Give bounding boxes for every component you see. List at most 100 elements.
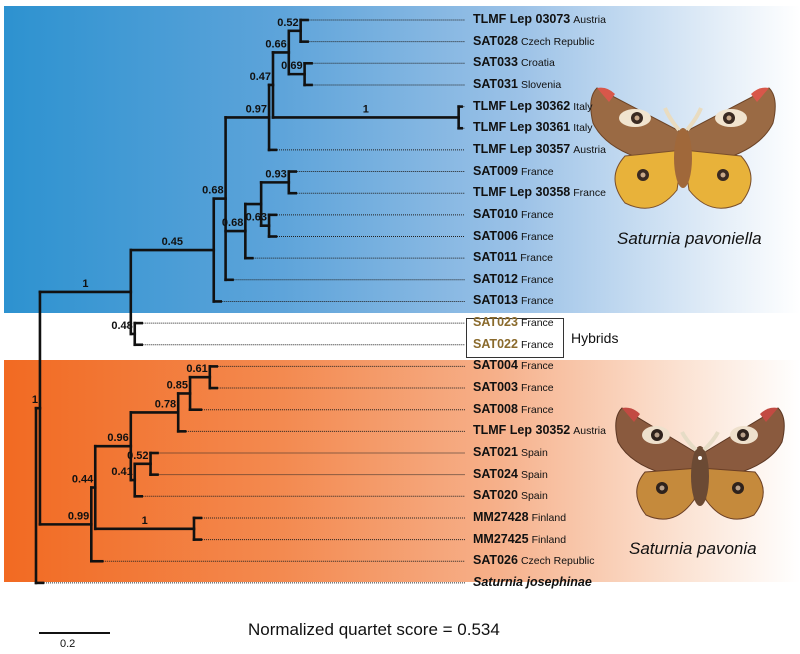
support-value: 1 (82, 278, 88, 290)
specimen-id: SAT026 (473, 553, 518, 568)
support-value: 0.68 (222, 217, 243, 229)
support-value: 0.63 (246, 212, 267, 224)
specimen-location: France (520, 403, 554, 416)
specimen-id: SAT031 (473, 76, 518, 91)
specimen-location: Spain (520, 490, 548, 503)
specimen-location: Italy (573, 122, 593, 135)
specimen-location: France (520, 317, 554, 330)
specimen-id: SAT012 (473, 271, 518, 286)
support-value: 0.48 (111, 320, 132, 332)
specimen-id: TLMF Lep 30352 (473, 423, 571, 438)
specimen-location: Finland (531, 533, 567, 546)
specimen-id: SAT033 (473, 55, 518, 70)
support-value: 0.69 (281, 60, 302, 72)
specimen-location: France (520, 382, 554, 395)
specimen-id: SAT006 (473, 228, 518, 243)
specimen-location: Austria (573, 143, 606, 156)
support-value: 0.61 (186, 363, 207, 375)
specimen-id: SAT011 (473, 250, 518, 265)
specimen-location: France (520, 360, 554, 373)
specimen-id: SAT003 (473, 380, 518, 395)
specimen-location: Austria (573, 425, 606, 438)
quartet-score: Normalized quartet score = 0.534 (248, 620, 500, 639)
specimen-id: TLMF Lep 30362 (473, 98, 571, 113)
clade-label-pavoniella: Saturnia pavoniella (617, 229, 762, 248)
support-value: 0.97 (246, 103, 267, 115)
specimen-location: France (520, 273, 554, 286)
specimen-location: Slovenia (520, 78, 562, 91)
specimen-location: France (520, 295, 554, 308)
specimen-id: SAT009 (473, 163, 518, 178)
specimen-id: TLMF Lep 30357 (473, 141, 571, 156)
support-value: 0.96 (107, 432, 128, 444)
hybrids-label: Hybrids (571, 330, 619, 346)
support-value: 0.99 (68, 510, 89, 522)
support-value: 0.78 (155, 398, 176, 410)
support-value: 0.47 (250, 71, 271, 83)
support-value: 1 (32, 394, 38, 406)
specimen-id: MM27425 (473, 531, 529, 546)
support-value: 0.85 (167, 379, 188, 391)
support-value: 0.45 (162, 236, 183, 248)
support-value: 0.66 (265, 38, 286, 50)
moth-wings (590, 87, 776, 209)
specimen-id: SAT020 (473, 488, 518, 503)
specimen-id: SAT010 (473, 206, 518, 221)
support-value: 1 (142, 515, 148, 527)
specimen-location: France (573, 187, 606, 200)
specimen-location: France (520, 208, 554, 221)
specimen-id: TLMF Lep 30361 (473, 120, 571, 135)
specimen-id: TLMF Lep 30358 (473, 185, 571, 200)
specimen-id: SAT022 (473, 336, 518, 351)
specimen-id: SAT024 (473, 466, 518, 481)
support-value: 0.93 (265, 168, 286, 180)
support-value: 1 (363, 103, 369, 115)
specimen-location: Spain (520, 468, 548, 481)
specimen-id: SAT004 (473, 358, 518, 373)
support-value: 0.44 (72, 474, 94, 486)
scale-bar (39, 632, 110, 634)
moth-pavoniella-image (590, 87, 776, 209)
moth-wings (615, 407, 785, 520)
specimen-id: SAT028 (473, 33, 518, 48)
support-value: 0.52 (127, 450, 148, 462)
scale-bar-label: 0.2 (60, 638, 76, 650)
hybrids-box (466, 318, 564, 358)
moth-pavonia-image (615, 407, 785, 520)
specimen-id: SAT021 (473, 445, 518, 459)
specimen-location: Spain (520, 447, 548, 459)
support-value: 0.41 (111, 466, 132, 478)
specimen-location: Italy (573, 100, 593, 113)
specimen-id: SAT023 (473, 315, 518, 330)
specimen-id: SAT013 (473, 293, 518, 308)
specimen-id: Saturnia josephinae (473, 574, 592, 589)
support-value: 0.68 (202, 185, 223, 197)
specimen-location: France (520, 165, 554, 178)
clade-label-pavonia: Saturnia pavonia (629, 539, 757, 558)
specimen-location: France (520, 230, 554, 243)
